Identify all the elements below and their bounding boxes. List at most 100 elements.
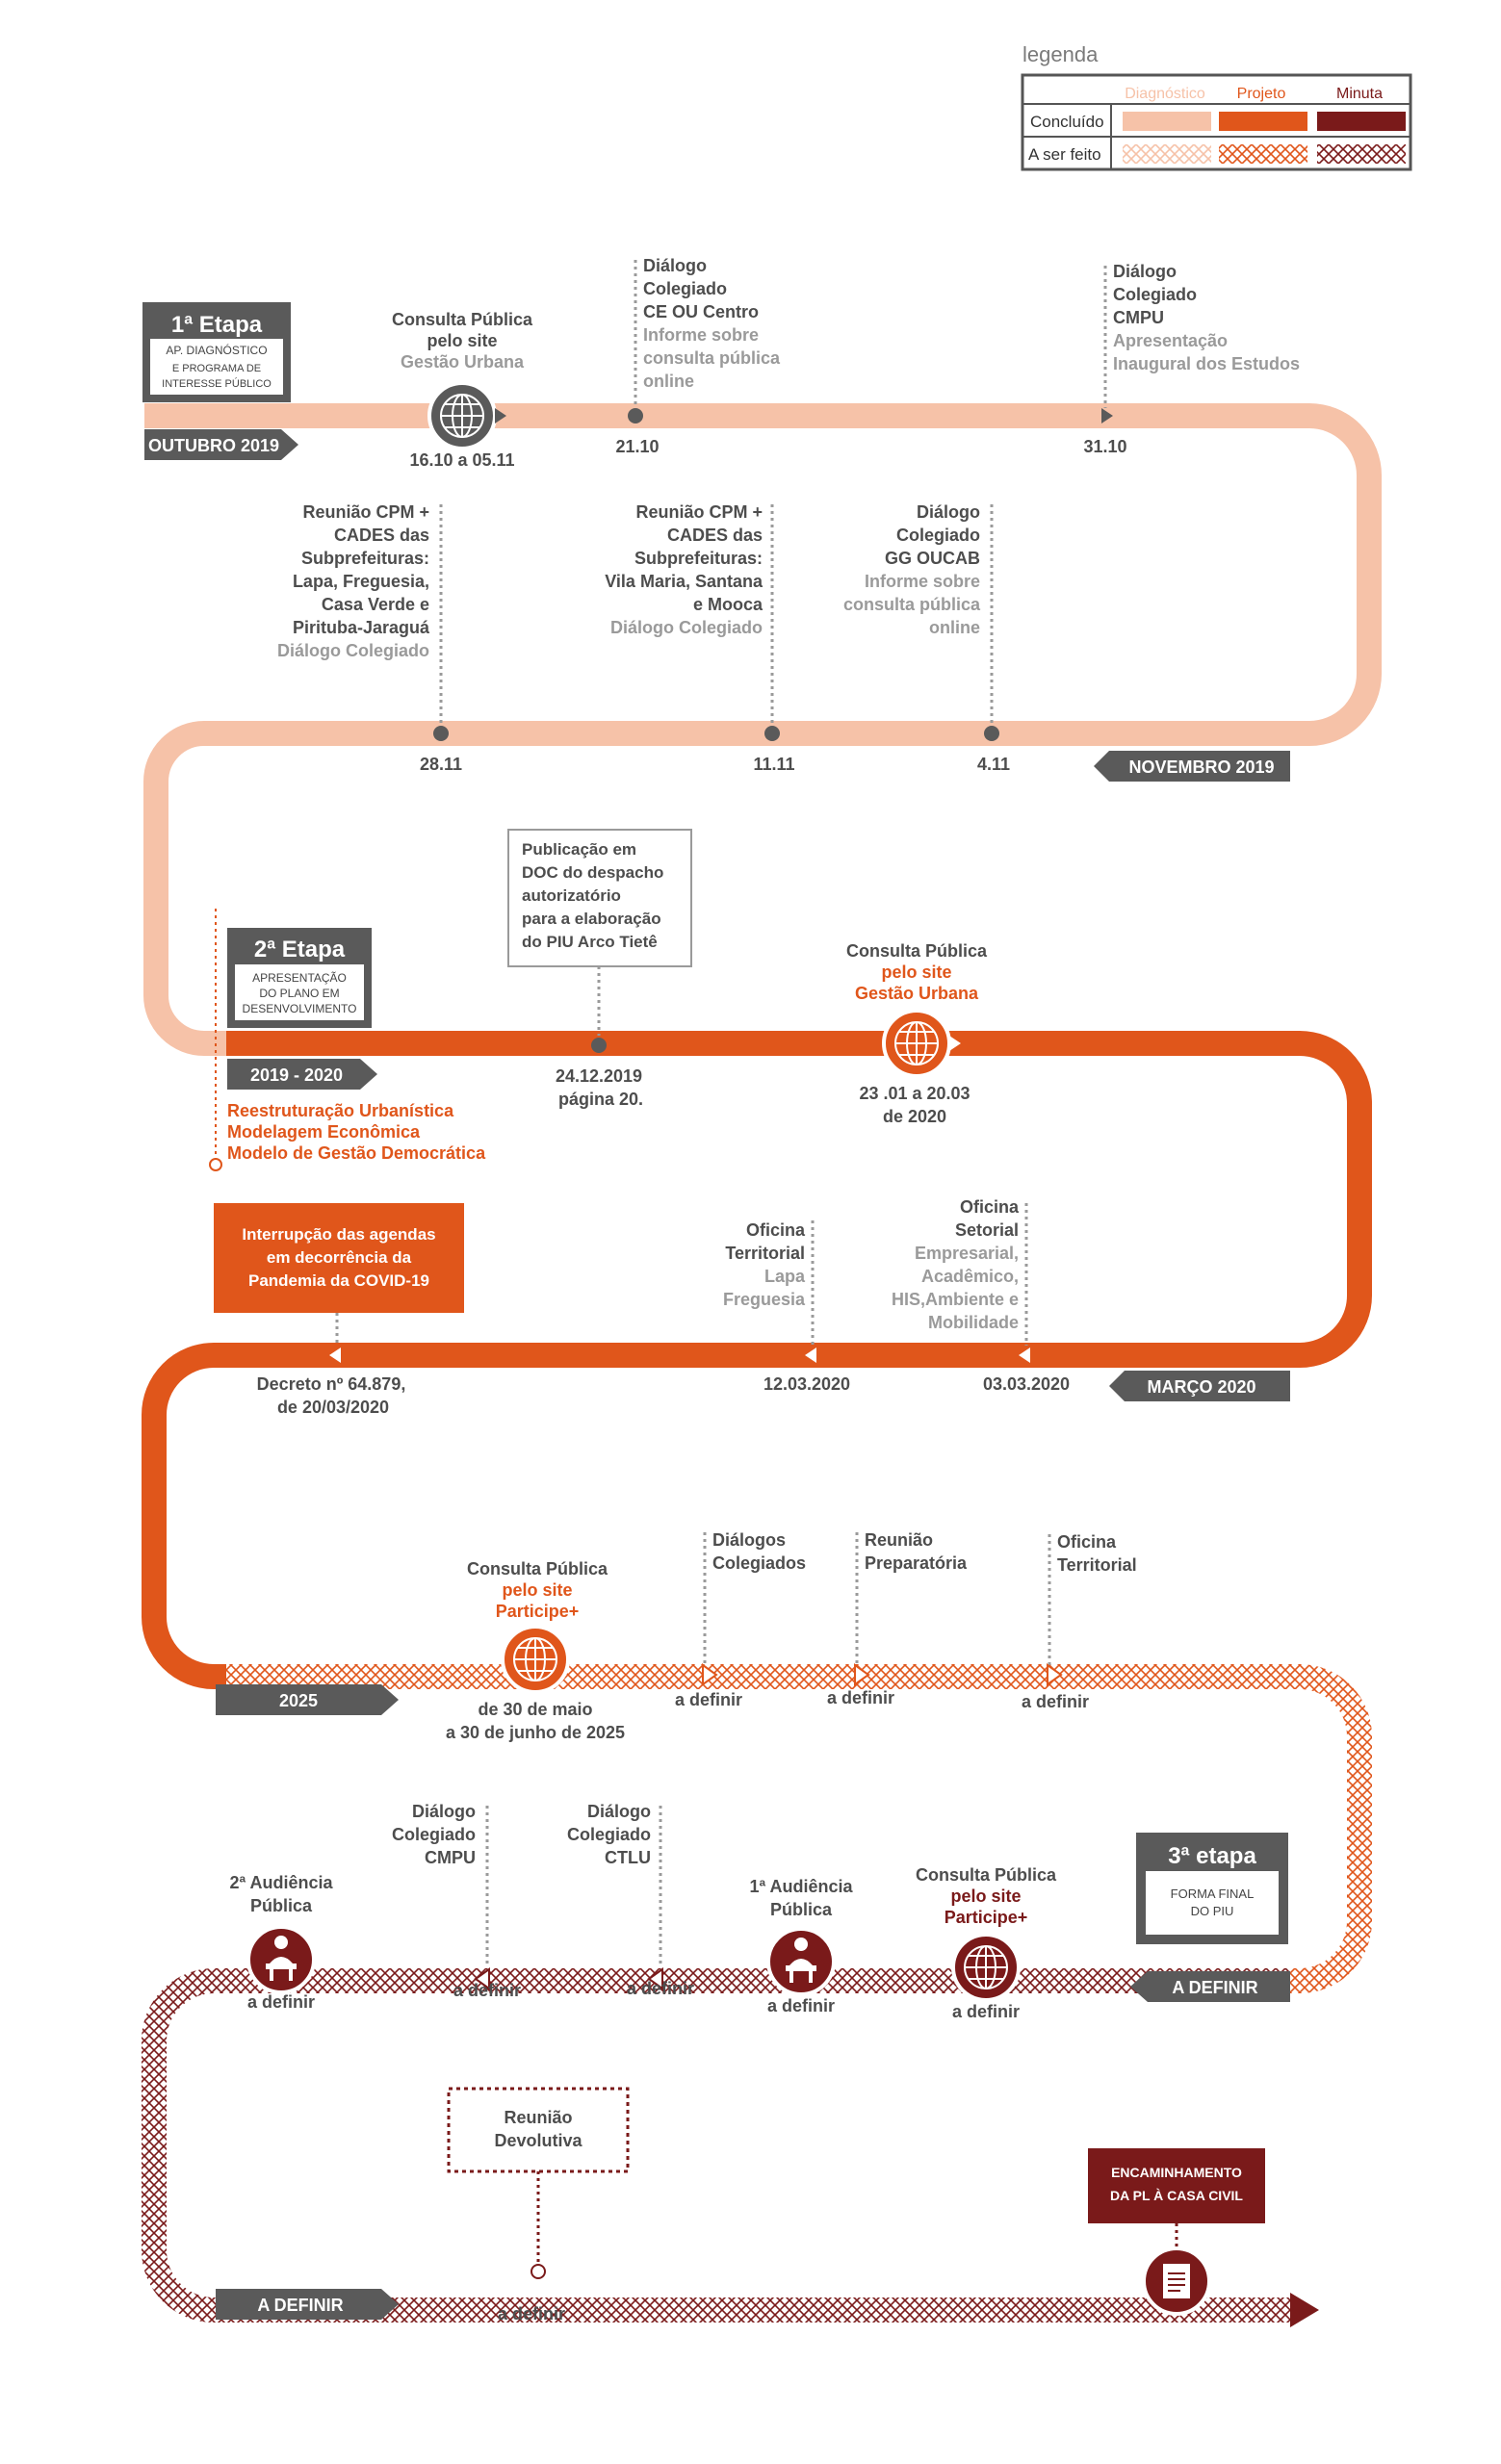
event-label: Territorial [1057,1555,1137,1575]
period-2019-2020: 2019 - 2020 [227,1059,377,1090]
stage3-title: 3ª etapa [1168,1843,1256,1869]
period-label: A DEFINIR [1172,1978,1257,1997]
covid-label: Interrupção das agendas [242,1225,435,1244]
stage3-box: 3ª etapa FORMA FINAL DO PIU [1136,1833,1288,1944]
period-2025: 2025 [216,1684,399,1715]
period-label: 2019 - 2020 [250,1065,343,1085]
event-oficina-territorial-lapa: Oficina Territorial Lapa Freguesia 12.03… [723,1220,850,1394]
event-publicacao-doc: Publicação em DOC do despacho autorizató… [507,829,692,1109]
event-dialogo-gg-oucab: Diálogo Colegiado GG OUCAB Informe sobre… [843,502,1010,774]
event-label: Diálogos [712,1530,786,1550]
period-marco-2020: MARÇO 2020 [1109,1371,1290,1401]
event-label: Consulta Pública [846,941,988,961]
stage2-topic: Modelo de Gestão Democrática [227,1143,486,1163]
event-label: Participe+ [945,1908,1028,1927]
legend-swatch-proj-done [1219,112,1307,131]
event-date: 28.11 [420,755,462,774]
event-label: Subprefeituras: [634,549,763,568]
event-reuniao-preparatoria: Reunião Preparatória a definir [827,1530,968,1707]
event-label: Oficina [746,1220,806,1240]
period-label: MARÇO 2020 [1147,1377,1255,1397]
event-date: 21.10 [615,437,659,456]
event-label: Colegiado [896,526,980,545]
legend-swatch-diag-done [1123,112,1211,131]
event-label: Diálogo [917,502,980,522]
legend-col-minuta: Minuta [1336,86,1383,102]
stage1-box: 1ª Etapa AP. DIAGNÓSTICO E PROGRAMA DE I… [142,302,291,402]
event-label: Lapa [764,1267,806,1286]
event-label: Consulta Pública [392,310,533,329]
event-label: Gestão Urbana [401,352,525,372]
event-label: Pirituba-Jaraguá [293,618,430,637]
stage2-subtitle3: DESENVOLVIMENTO [243,1002,357,1015]
event-date: Decreto nº 64.879, [257,1374,406,1394]
legend-row-a-ser-feito: A ser feito [1028,145,1101,164]
stage2-subtitle1: APRESENTAÇÃO [252,971,347,985]
event-label: Colegiado [567,1825,651,1844]
event-label: Colegiado [643,279,727,298]
event-dialogos-colegiados: Diálogos Colegiados a definir [675,1530,806,1709]
event-label: CMPU [425,1848,476,1867]
event-label: Lapa, Freguesia, [293,572,429,591]
path-projeto [142,1031,1372,1689]
event-label: Apresentação [1113,331,1228,350]
period-novembro-2019: NOVEMBRO 2019 [1094,751,1290,782]
event-label: consulta pública [643,348,781,368]
legend-col-projeto: Projeto [1237,86,1286,102]
event-label: Colegiados [712,1553,806,1573]
event-oficina-setorial: Oficina Setorial Empresarial, Acadêmico,… [892,1197,1070,1394]
event-label: Pública [250,1896,313,1915]
event-label: Diálogo [643,256,707,275]
event-dialogo-cmpu-futuro: Diálogo Colegiado CMPU a definir [392,1802,521,2000]
event-label: Devolutiva [494,2131,582,2150]
event-label: CADES das [667,526,763,545]
event-label: CTLU [605,1848,651,1867]
event-label: 2ª Audiência [229,1873,333,1892]
event-label: consulta pública [843,595,981,614]
event-label: Diálogo [1113,262,1177,281]
stage1-subtitle3: INTERESSE PÚBLICO [162,377,272,390]
event-label: Territorial [725,1244,805,1263]
event-label: Reunião [504,2108,572,2127]
event-date: 12.03.2020 [763,1374,850,1394]
event-date: 31.10 [1083,437,1126,456]
event-date: a definir [767,1996,835,2015]
event-date: 16.10 a 05.11 [409,450,514,470]
event-label: e Mooca [693,595,763,614]
period-label: OUTUBRO 2019 [148,436,279,455]
event-date: a definir [247,1992,315,2012]
event-encaminhamento-pl: ENCAMINHAMENTO DA PL À CASA CIVIL [1088,2148,1265,2316]
event-date: 24.12.2019 [556,1066,642,1086]
event-label: Reunião CPM + [635,502,763,522]
legend-row-concluido: Concluído [1030,113,1104,131]
event-label: Pública [770,1900,833,1919]
event-label: Mobilidade [928,1313,1019,1332]
event-date: a definir [627,1979,694,1998]
event-consulta-gestao-urbana-2019: Consulta Pública pelo site Gestão Urbana… [392,310,533,470]
event-label: Diálogo Colegiado [277,641,429,660]
event-1-audiencia-publica: 1ª Audiência Pública a definir [749,1877,853,2015]
event-label: CE OU Centro [643,302,759,321]
event-date: a definir [952,2002,1020,2021]
event-label: Empresarial, [915,1244,1019,1263]
period-label: NOVEMBRO 2019 [1128,757,1274,777]
legend-swatch-min-todo [1317,144,1406,164]
event-label: Setorial [955,1220,1019,1240]
period-outubro-2019: OUTUBRO 2019 [144,429,298,460]
path-minuta-todo [142,1968,1290,2323]
event-label: Participe+ [496,1602,580,1621]
stage2-title: 2ª Etapa [254,937,346,962]
event-date: de 30 de maio [478,1700,592,1719]
stage3-subtitle1: FORMA FINAL [1171,1886,1255,1901]
event-reuniao-devolutiva: Reunião Devolutiva a definir [447,2087,630,2323]
event-label: Acadêmico, [921,1267,1019,1286]
event-label: 1ª Audiência [749,1877,853,1896]
event-dialogo-cmpu-2019: Diálogo Colegiado CMPU Apresentação Inau… [1083,262,1300,456]
event-label: Subprefeituras: [301,549,429,568]
legend-title: legenda [1022,42,1099,66]
covid-notice: Interrupção das agendas em decorrência d… [214,1203,464,1417]
event-date: página 20. [558,1090,643,1109]
covid-label: em decorrência da [267,1248,412,1267]
event-label: online [929,618,980,637]
